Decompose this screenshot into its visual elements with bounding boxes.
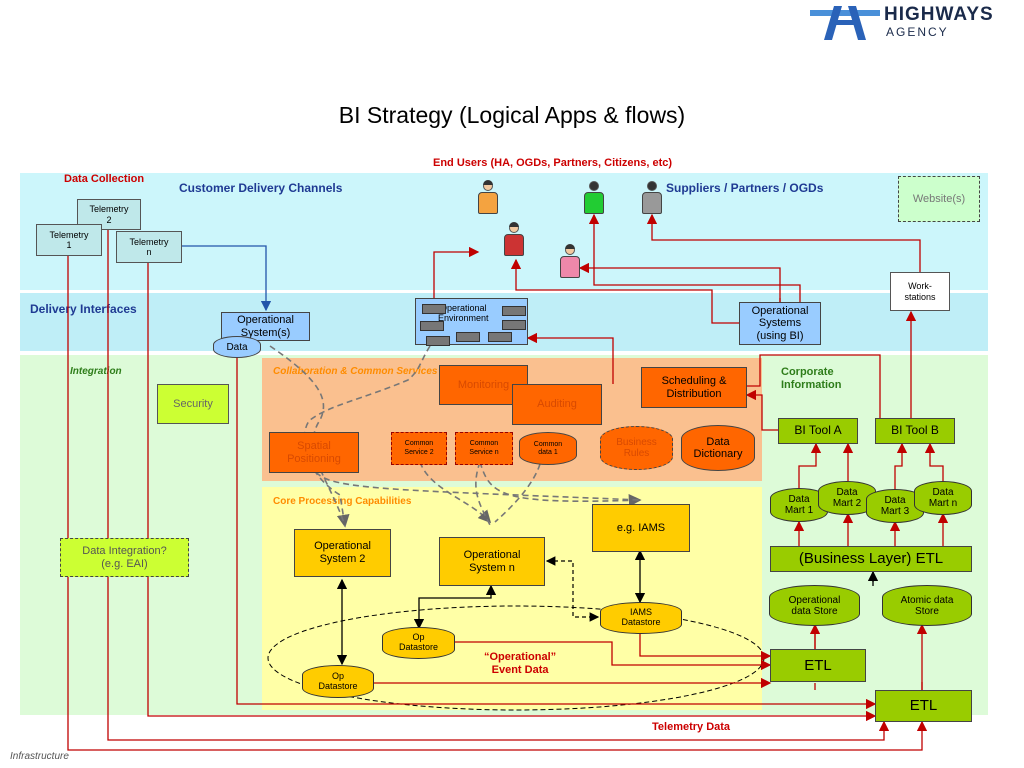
highways-agency-logo: HIGHWAYS AGENCY bbox=[810, 4, 1020, 40]
integration-label: Integration bbox=[70, 366, 122, 377]
logo-main-text: HIGHWAYS bbox=[884, 4, 994, 25]
auditing-box[interactable]: Auditing bbox=[512, 384, 602, 425]
operational-environment-box[interactable]: Operational Environment bbox=[415, 298, 528, 346]
op-datastore-1-cylinder[interactable]: Op Datastore bbox=[382, 627, 455, 659]
page-title: BI Strategy (Logical Apps & flows) bbox=[338, 102, 686, 128]
data-integration-box[interactable]: Data Integration? (e.g. EAI) bbox=[60, 538, 189, 577]
screen-icon bbox=[422, 304, 446, 314]
telemetry-1-box[interactable]: Telemetry 1 bbox=[36, 224, 102, 256]
security-box[interactable]: Security bbox=[157, 384, 229, 424]
operational-data-store-cylinder[interactable]: Operational data Store bbox=[769, 585, 860, 626]
common-data-1-cylinder[interactable]: Common data 1 bbox=[519, 432, 577, 465]
telemetry-data-label: Telemetry Data bbox=[652, 721, 731, 733]
screen-icon bbox=[488, 332, 512, 342]
op-datastore-2-cylinder[interactable]: Op Datastore bbox=[302, 665, 374, 698]
etl-1-box[interactable]: ETL bbox=[770, 649, 866, 682]
common-service-n-box[interactable]: Common Service n bbox=[455, 432, 513, 465]
delivery-interfaces-label: Delivery Interfaces bbox=[30, 302, 137, 316]
suppliers-partners-label: Suppliers / Partners / OGDs bbox=[666, 181, 824, 195]
operational-environment-label: Operational Environment bbox=[438, 303, 489, 324]
bi-tool-a-box[interactable]: BI Tool A bbox=[778, 418, 858, 444]
spatial-positioning-box[interactable]: Spatial Positioning bbox=[269, 432, 359, 473]
user-red-icon bbox=[504, 222, 524, 257]
customer-delivery-channels-label: Customer Delivery Channels bbox=[179, 181, 343, 195]
user-grey-icon bbox=[642, 181, 662, 215]
work-stations-box[interactable]: Work- stations bbox=[890, 272, 950, 311]
atomic-data-store-cylinder[interactable]: Atomic data Store bbox=[882, 585, 972, 626]
logo-mark-icon bbox=[810, 6, 880, 40]
telemetry-n-box[interactable]: Telemetry n bbox=[116, 231, 182, 263]
data-mart-n-cylinder[interactable]: Data Mart n bbox=[914, 481, 972, 515]
user-pink-icon bbox=[560, 244, 580, 279]
data-collection-label: Data Collection bbox=[64, 173, 145, 185]
e-g-iams-box[interactable]: e.g. IAMS bbox=[592, 504, 690, 552]
collab-common-label: Collaboration & Common Services bbox=[273, 366, 438, 377]
end-users-label: End Users (HA, OGDs, Partners, Citizens,… bbox=[433, 157, 673, 169]
infrastructure-label: Infrastructure bbox=[10, 751, 69, 762]
screen-icon bbox=[502, 320, 526, 330]
core-processing-label: Core Processing Capabilities bbox=[273, 496, 412, 507]
bi-tool-b-box[interactable]: BI Tool B bbox=[875, 418, 955, 444]
operational-event-label: “Operational” Event Data bbox=[484, 651, 557, 677]
user-green-icon bbox=[584, 181, 604, 215]
iams-datastore-cylinder[interactable]: IAMS Datastore bbox=[600, 602, 682, 634]
website-box[interactable]: Website(s) bbox=[898, 176, 980, 222]
operational-system-2-box[interactable]: Operational System 2 bbox=[294, 529, 391, 577]
logo-sub-text: AGENCY bbox=[886, 25, 949, 39]
screen-icon bbox=[420, 321, 444, 331]
business-layer-etl-box[interactable]: (Business Layer) ETL bbox=[770, 546, 972, 572]
common-service-2-box[interactable]: Common Service 2 bbox=[391, 432, 447, 465]
screen-icon bbox=[456, 332, 480, 342]
telemetry-2-box[interactable]: Telemetry 2 bbox=[77, 199, 141, 230]
corporate-info-label: Corporate Information bbox=[781, 366, 842, 392]
data-dictionary-cylinder[interactable]: Data Dictionary bbox=[681, 425, 755, 471]
operational-systems-bi-box[interactable]: Operational Systems (using BI) bbox=[739, 302, 821, 345]
data-cylinder[interactable]: Data bbox=[213, 336, 261, 358]
user-orange-icon bbox=[478, 180, 498, 215]
screen-icon bbox=[426, 336, 450, 346]
operational-system-n-box[interactable]: Operational System n bbox=[439, 537, 545, 586]
scheduling-distribution-box[interactable]: Scheduling & Distribution bbox=[641, 367, 747, 408]
business-rules-cylinder[interactable]: Business Rules bbox=[600, 426, 673, 470]
etl-2-box[interactable]: ETL bbox=[875, 690, 972, 722]
screen-icon bbox=[502, 306, 526, 316]
